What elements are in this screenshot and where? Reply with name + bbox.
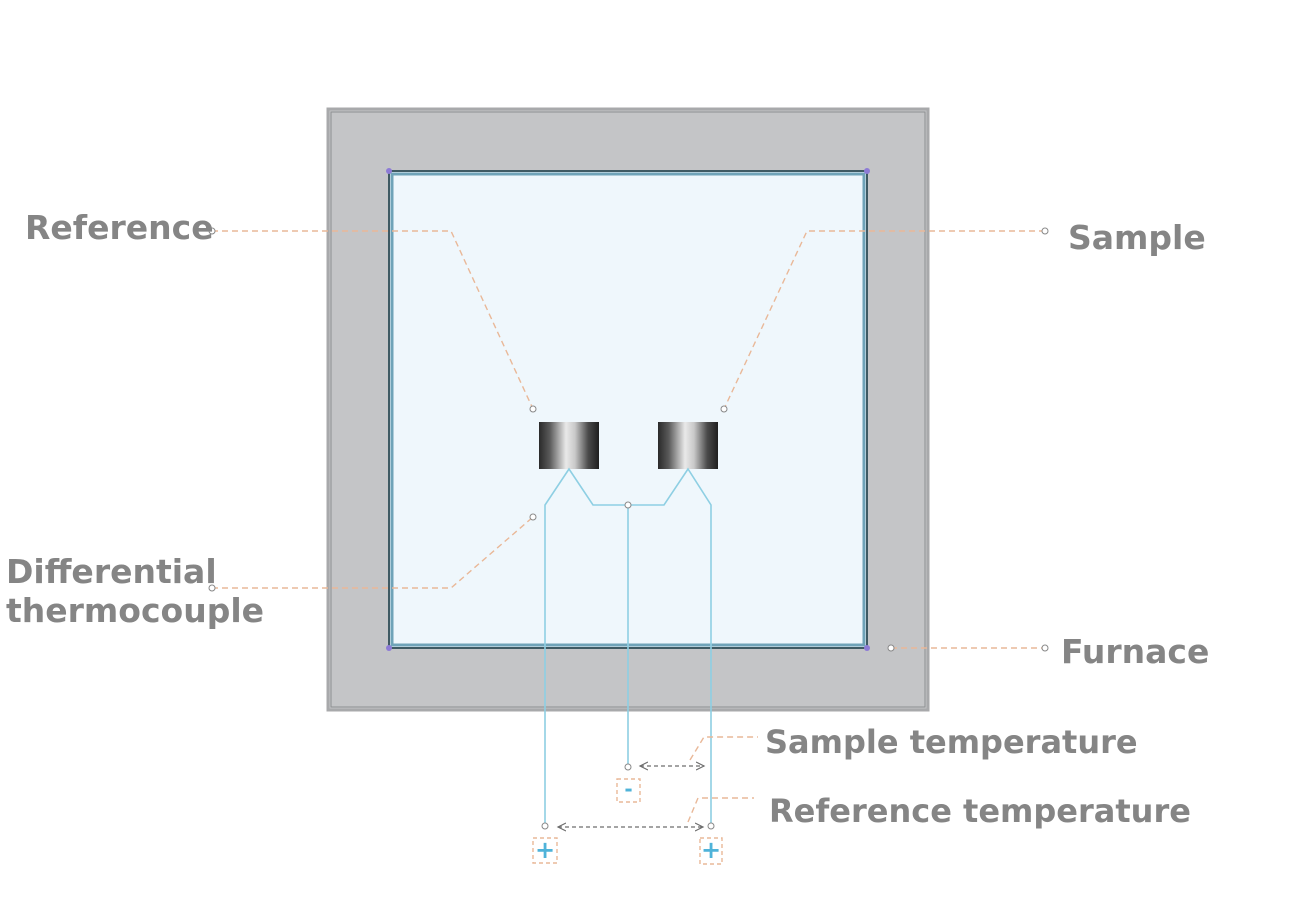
label-reference: Reference: [25, 208, 214, 247]
plus-terminal-sample: +: [699, 836, 723, 865]
label-differential-line2: thermocouple: [6, 591, 265, 630]
sample-temperature-leader: [689, 736, 758, 761]
differential-leader: [212, 516, 534, 589]
label-reference-temperature: Reference temperature: [769, 792, 1191, 830]
svg-text:+: +: [701, 836, 721, 864]
chamber-corner: [864, 645, 870, 651]
chamber-corner: [864, 168, 870, 174]
svg-text:-: -: [624, 777, 632, 801]
plus-terminal-reference: +: [532, 836, 558, 864]
chamber-corner: [386, 645, 392, 651]
label-sample-temperature: Sample temperature: [765, 723, 1138, 761]
reference-temperature-leader: [687, 797, 754, 823]
reference-crucible: [539, 422, 599, 469]
label-differential-line1: Differential: [6, 552, 217, 591]
label-furnace: Furnace: [1061, 632, 1210, 671]
sample-crucible: [658, 422, 718, 469]
svg-text:+: +: [535, 836, 555, 864]
chamber-corner: [386, 168, 392, 174]
leader-lines: [212, 230, 1045, 823]
minus-terminal: -: [616, 777, 641, 803]
label-sample: Sample: [1068, 218, 1206, 257]
leader-dots: [208, 227, 1049, 830]
